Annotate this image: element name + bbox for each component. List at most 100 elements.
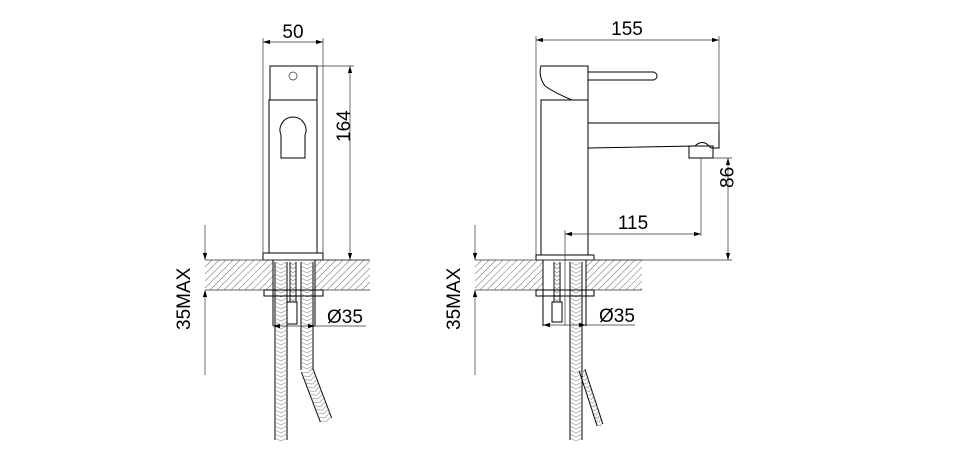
hatch-line [280,345,288,350]
hole-diameter-label: Ø35 [327,307,363,328]
faucet-body [268,99,318,254]
hatch-line [575,265,583,270]
faucet-body [540,99,589,256]
hatch-line [575,361,583,366]
hatch-line [292,285,297,290]
hatch-line [274,353,282,358]
hatch-line [274,313,282,318]
hatch-line [274,365,282,370]
hatch-line [280,273,288,278]
hatch-line [569,341,577,346]
hatch-line [593,416,598,419]
hatch-line [306,365,314,370]
hatch-line [556,277,561,282]
hatch-line [474,259,504,289]
hatch-line [597,259,629,291]
hatch-line [280,353,288,358]
hatch-line [575,377,583,382]
hatch-line [575,317,583,322]
hatch-line [569,365,577,370]
hatch-line [569,309,577,314]
hatch-line [306,333,314,338]
hatch-line [300,357,308,362]
hatch-line [274,397,282,402]
hatch-line [569,285,577,290]
hatch-line [300,297,308,302]
hatch-line [306,277,314,282]
hatch-line [274,369,282,374]
hatch-line [292,269,297,274]
hatch-line [274,433,282,438]
hatch-line [204,259,227,282]
hatch-line [274,361,282,366]
hatch-line [274,325,282,330]
hatch-line [575,269,583,274]
hatch-line [274,421,282,426]
hatch-line [280,261,288,266]
hatch-line [569,313,577,318]
hatch-line [569,301,577,306]
hatch-line [569,397,577,402]
hatch-line [591,408,596,412]
hatch-line [319,259,351,291]
hatch-line [204,259,234,289]
hatch-line [302,375,310,377]
hatch-line [591,395,594,400]
hatch-line [604,259,636,291]
hatch-line [274,437,282,442]
hatch-line [280,421,288,426]
hatch-line [230,259,262,291]
hatch-line [618,266,643,291]
hatch-line [320,401,326,407]
hatch-line [575,413,583,418]
hatch-line [274,385,282,390]
hatch-line [274,317,282,322]
hatch-line [258,275,274,291]
hatch-line [274,413,282,418]
hatch-line [280,317,288,322]
hatch-line [553,265,558,270]
hatch-line [280,313,288,318]
hatch-line [274,297,282,302]
hatch-line [575,433,583,438]
hatch-line [300,361,308,366]
hatch-line [274,417,282,422]
hatch-line [280,281,288,286]
hatch-line [528,275,544,291]
hatch-line [300,325,308,330]
hatch-line [575,405,583,410]
hatch-line [280,361,288,366]
hatch-line [280,369,288,374]
hatch-line [553,273,558,278]
side-view: 155 115 86 Ø35 35MAX [444,19,738,375]
hatch-line [575,397,583,402]
hatch-line [289,297,294,302]
hatch-line [280,377,288,382]
hatch-line [611,259,643,291]
hatch-line [575,313,583,318]
hatch-line [581,378,586,381]
length-label: 155 [611,19,643,40]
hatch-line [300,329,308,334]
hatch-line [244,261,274,291]
hatch-line [575,425,583,430]
hatch-line [292,273,297,278]
hatch-line [593,403,597,408]
hatch-line [306,321,314,326]
hatch-line [585,389,590,393]
mounting-plate [263,289,324,297]
hatch-line [569,353,577,358]
hatch-line [314,259,344,289]
hatch-line [204,259,213,268]
hatch-line [569,277,577,282]
hatch-line [316,390,322,396]
hatch-line [569,325,577,330]
hatch-line [280,409,288,414]
indicator-icon [288,71,298,81]
hatch-line [575,357,583,362]
hatch-line [300,313,308,318]
hatch-line [575,281,583,286]
hatch-line [274,381,282,386]
hatch-line [300,341,308,346]
hatch-line [300,371,321,423]
